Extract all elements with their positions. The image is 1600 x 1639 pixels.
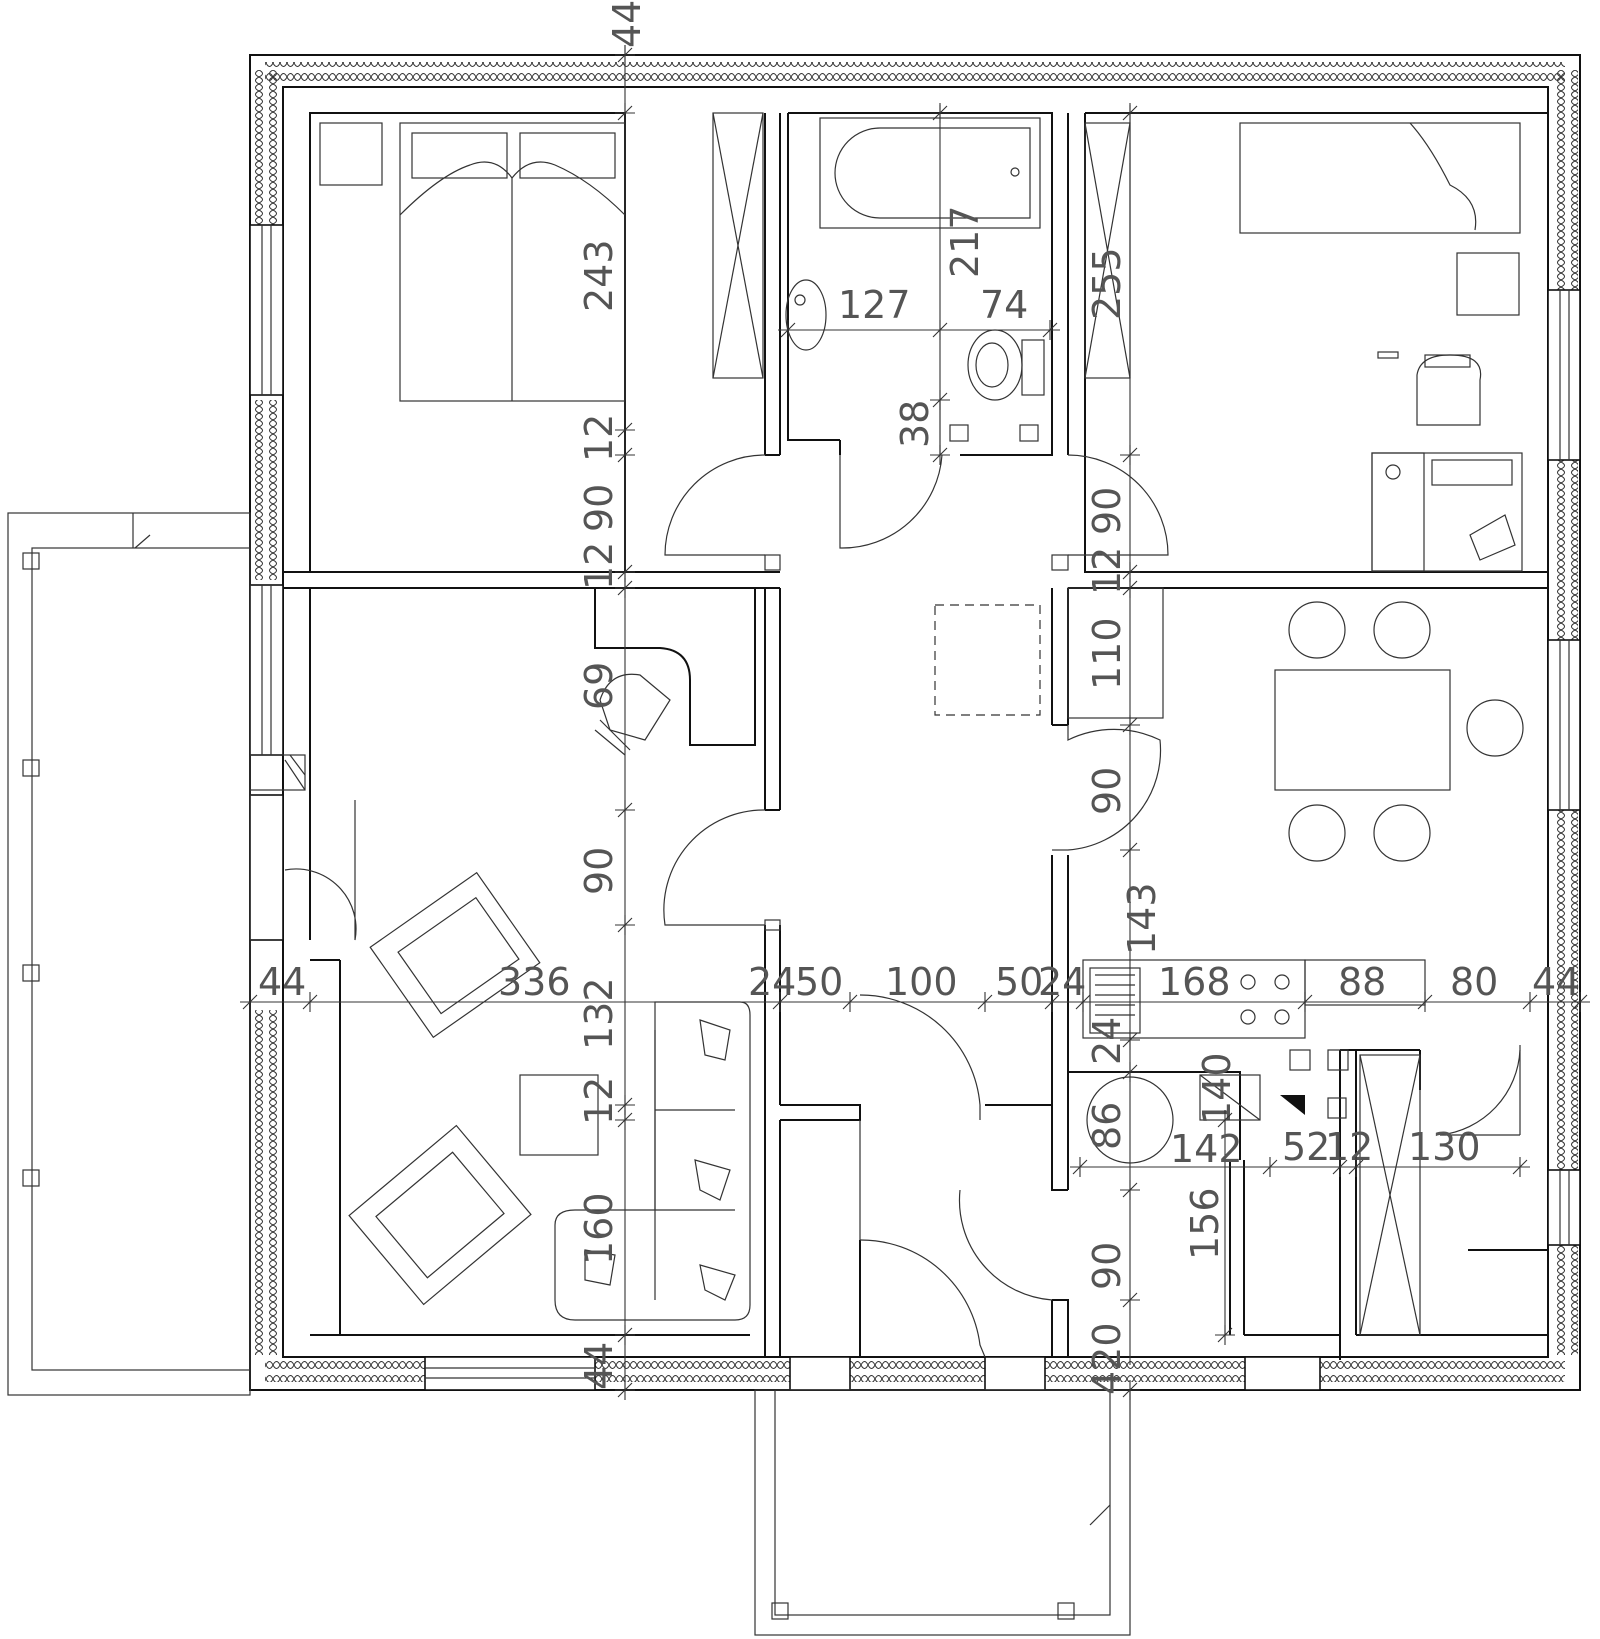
dim-v-12b: 12 bbox=[577, 542, 621, 590]
dimension-tick bbox=[930, 390, 950, 410]
dim-h-24b: 24 bbox=[1038, 960, 1086, 1004]
dimension-tick bbox=[1520, 992, 1540, 1012]
dimension-tick bbox=[1295, 992, 1315, 1012]
dimension-tick bbox=[1120, 715, 1140, 735]
dimension-ticks bbox=[240, 45, 1590, 1400]
dim-12: 12 bbox=[1325, 1125, 1373, 1169]
dimension-tick bbox=[840, 992, 860, 1012]
dimension-tick bbox=[240, 992, 260, 1012]
dimension-tick bbox=[778, 320, 798, 340]
door-swings bbox=[284, 454, 1521, 1358]
dimension-tick bbox=[615, 1380, 635, 1400]
dim-142: 142 bbox=[1170, 1127, 1243, 1171]
dim-basin-127: 127 bbox=[838, 283, 911, 327]
dimension-tick bbox=[615, 800, 635, 820]
dimension-tick bbox=[615, 420, 635, 440]
dim-v-90b: 90 bbox=[577, 847, 621, 895]
dimension-tick bbox=[1070, 1157, 1090, 1177]
dimension-tick bbox=[300, 992, 320, 1012]
dim-v-90a: 90 bbox=[577, 484, 621, 532]
terraces bbox=[7, 512, 1131, 1636]
dim-h-168: 168 bbox=[1158, 960, 1231, 1004]
dim-h-336: 336 bbox=[498, 960, 571, 1004]
dimension-tick bbox=[1120, 1062, 1140, 1082]
dim-v-132: 132 bbox=[577, 977, 621, 1050]
dim-v-12a: 12 bbox=[577, 414, 621, 462]
dim-wardrobe-255: 255 bbox=[1085, 247, 1129, 320]
dimension-tick bbox=[615, 445, 635, 465]
dim-shower-217: 217 bbox=[943, 205, 987, 278]
dim-v-44: 44 bbox=[577, 1342, 621, 1390]
dimension-tick bbox=[1120, 103, 1140, 123]
dimension-tick bbox=[930, 320, 950, 340]
dimension-tick bbox=[975, 992, 995, 1012]
dim-r-24: 24 bbox=[1085, 1017, 1129, 1065]
dimension-lines bbox=[240, 45, 1590, 1390]
dim-h-100: 100 bbox=[885, 960, 958, 1004]
dimension-tick bbox=[1120, 445, 1140, 465]
dimension-tick bbox=[1120, 1180, 1140, 1200]
dim-h-50b: 50 bbox=[995, 960, 1043, 1004]
dimension-tick bbox=[1120, 1290, 1140, 1310]
dimension-tick bbox=[1260, 1157, 1280, 1177]
dim-130: 130 bbox=[1408, 1125, 1481, 1169]
dim-r-12: 12 bbox=[1085, 547, 1129, 595]
dim-r-90b: 90 bbox=[1085, 767, 1129, 815]
dim-h-24: 24 bbox=[748, 960, 796, 1004]
dim-top-44: 44 bbox=[605, 0, 649, 48]
dimension-tick bbox=[615, 1325, 635, 1345]
dimension-tick bbox=[1042, 992, 1062, 1012]
dimension-tick bbox=[615, 103, 635, 123]
interior-walls bbox=[283, 112, 1549, 1360]
dim-156: 156 bbox=[1183, 1187, 1227, 1260]
dim-r-143: 143 bbox=[1120, 882, 1164, 955]
dimension-tick bbox=[1570, 992, 1590, 1012]
dim-52: 52 bbox=[1282, 1125, 1330, 1169]
dimension-tick bbox=[615, 578, 635, 598]
dimension-tick bbox=[1120, 1030, 1140, 1050]
dim-h-44-right: 44 bbox=[1532, 960, 1580, 1004]
dim-r-420: 420 bbox=[1085, 1322, 1129, 1395]
dimension-tick bbox=[1510, 1157, 1530, 1177]
dimension-tick bbox=[930, 445, 950, 465]
dimension-tick bbox=[1040, 320, 1060, 340]
dim-bedroom-243: 243 bbox=[577, 239, 621, 312]
dim-wc-74: 74 bbox=[980, 283, 1028, 327]
dimension-tick bbox=[770, 992, 790, 1012]
dimension-tick bbox=[1073, 992, 1093, 1012]
dimension-tick bbox=[1120, 578, 1140, 598]
dimension-tick bbox=[1346, 1157, 1366, 1177]
dim-140: 140 bbox=[1195, 1052, 1239, 1125]
dimension-labels: 44 243 127 74 217 255 38 12 90 12 69 90 … bbox=[258, 0, 1580, 1395]
dim-r-110: 110 bbox=[1085, 617, 1129, 690]
dim-v-12c: 12 bbox=[577, 1077, 621, 1125]
dim-r-86: 86 bbox=[1085, 1102, 1129, 1150]
dim-v-69: 69 bbox=[577, 662, 621, 710]
dim-v-160: 160 bbox=[577, 1192, 621, 1265]
dimension-tick bbox=[1415, 992, 1435, 1012]
dim-h-88: 88 bbox=[1338, 960, 1386, 1004]
dimension-tick bbox=[1215, 1325, 1235, 1345]
dim-r-90a: 90 bbox=[1085, 487, 1129, 535]
dim-h-80: 80 bbox=[1450, 960, 1498, 1004]
dimension-tick bbox=[930, 103, 950, 123]
dim-r-90c: 90 bbox=[1085, 1242, 1129, 1290]
exterior-walls bbox=[249, 54, 1581, 1391]
dimension-tick bbox=[615, 1110, 635, 1130]
furniture bbox=[319, 112, 1524, 1336]
dim-wc-gap-38: 38 bbox=[893, 400, 937, 448]
dimension-tick bbox=[1120, 1380, 1140, 1400]
dimension-tick bbox=[615, 915, 635, 935]
dimension-tick bbox=[615, 45, 635, 65]
dim-h-44-left: 44 bbox=[258, 960, 306, 1004]
dimension-tick bbox=[1120, 840, 1140, 860]
dimension-tick bbox=[1215, 1110, 1235, 1130]
dim-h-50a: 50 bbox=[795, 960, 843, 1004]
